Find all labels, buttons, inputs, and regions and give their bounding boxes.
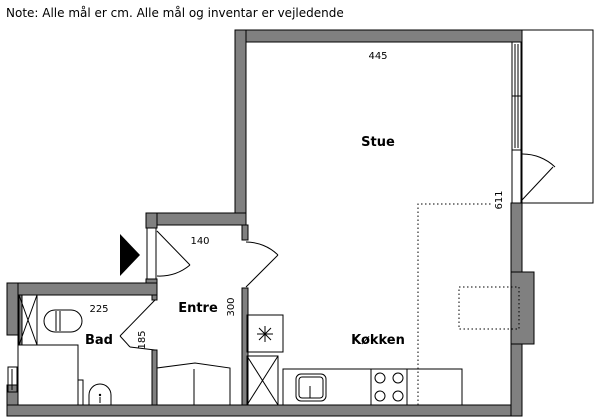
dim-stue-depth: 611 [494, 190, 505, 209]
sink-bad-icon [88, 383, 112, 405]
dim-stue-width: 445 [368, 51, 387, 62]
dim-bad-width: 225 [89, 304, 108, 315]
entrance-door[interactable] [146, 227, 191, 280]
dim-entre-depth: 300 [226, 297, 237, 316]
washing-area [17, 344, 79, 406]
balcony-door[interactable] [511, 149, 556, 204]
dining-table [458, 286, 520, 330]
room-label-kokken: Køkken [351, 333, 405, 348]
kitchen-sink-icon [295, 373, 327, 402]
wardrobe [156, 362, 231, 405]
door-bad[interactable] [119, 299, 156, 351]
toilet-icon [43, 309, 83, 333]
dim-entre-width: 140 [190, 236, 209, 247]
room-label-bad: Bad [85, 333, 113, 348]
stove-icon [370, 368, 408, 406]
extractor-cabinet [246, 314, 284, 353]
walls [6, 29, 535, 417]
entrance-arrow-icon [120, 234, 140, 276]
room-label-entre: Entre [178, 301, 218, 316]
dim-bad-depth: 185 [137, 330, 148, 349]
plan-note: Note: Alle mål er cm. Alle mål og invent… [6, 6, 344, 20]
room-label-stue: Stue [361, 135, 395, 150]
door-entre-stue[interactable] [245, 241, 279, 288]
window-bad [7, 366, 18, 393]
balcony [521, 29, 594, 204]
fridge [246, 355, 279, 406]
bath-wall-stub [77, 379, 84, 406]
zone-divider [417, 203, 493, 405]
window-stue [511, 41, 522, 151]
